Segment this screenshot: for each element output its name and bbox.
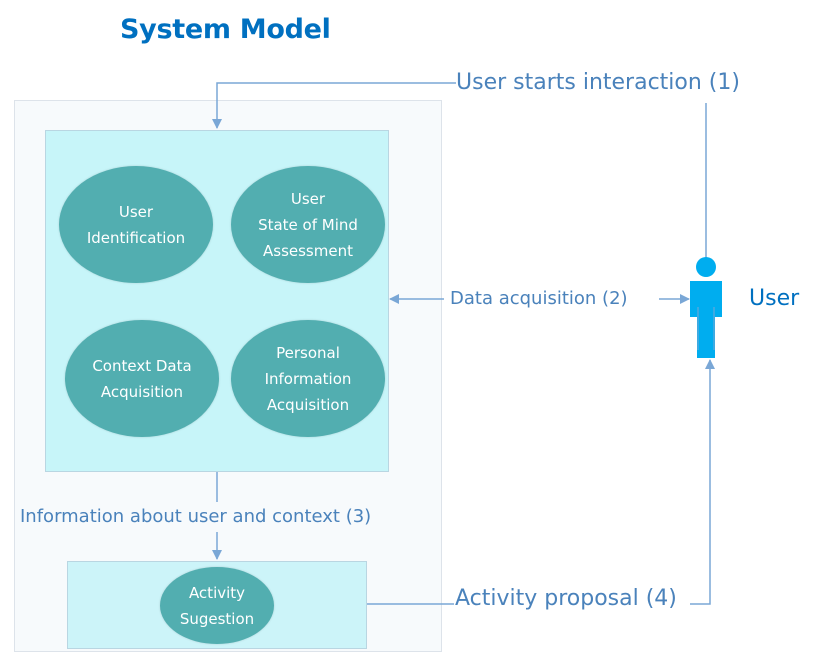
connector-step4-right (690, 359, 715, 605)
diagram-title: System Model (120, 14, 331, 45)
module-context-data-acquisition: Context Data Acquisition (65, 320, 219, 437)
connector-step1 (212, 82, 456, 129)
user-actor-icon (690, 257, 722, 358)
actor-label: User (749, 286, 800, 311)
module-personal-information-acquisition: Personal Information Acquisition (231, 320, 385, 437)
module-state-of-mind-assessment: User State of Mind Assessment (231, 166, 385, 283)
module-user-identification: User Identification (59, 166, 213, 283)
flow-label-step4: Activity proposal (4) (455, 586, 677, 611)
flow-label-step3: Information about user and context (3) (20, 506, 372, 527)
flow-label-step2: Data acquisition (2) (450, 288, 628, 309)
flow-label-step1: User starts interaction (1) (456, 70, 740, 95)
module-activity-suggestion: Activity Sugestion (160, 567, 274, 644)
